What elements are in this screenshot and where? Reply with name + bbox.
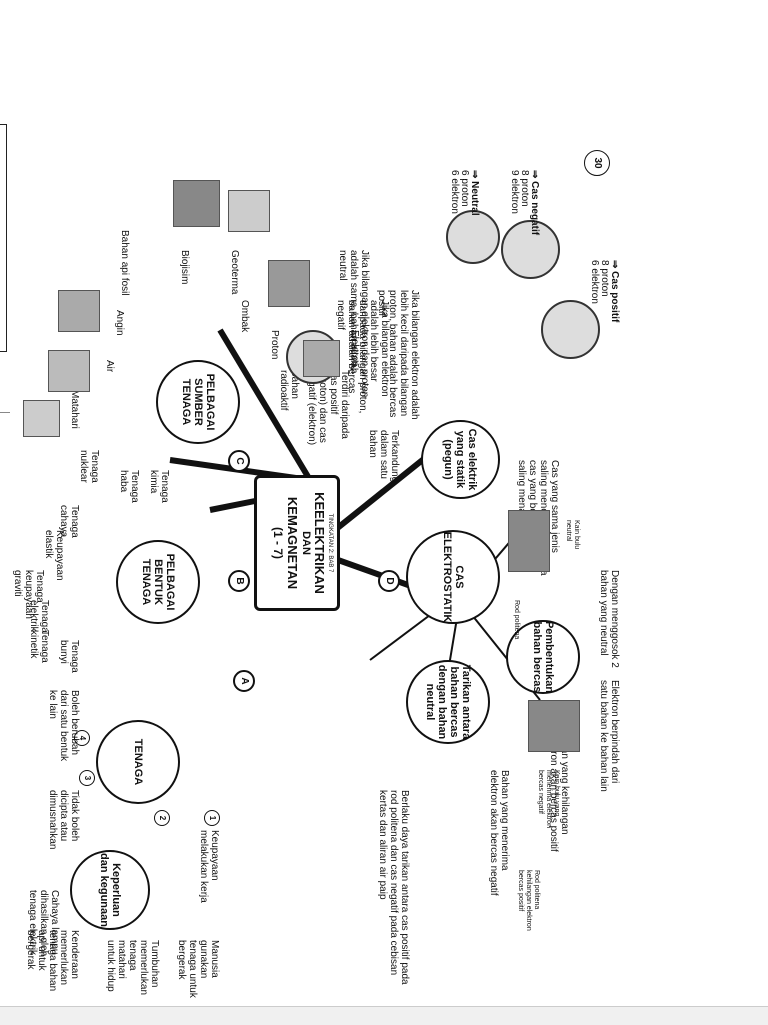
tenaga-num-1: 1 — [204, 810, 220, 826]
tenaga-num-3: 3 — [79, 770, 95, 786]
pembentukan-item-4: Bahan yang menerima elektron akan bercas… — [488, 770, 510, 896]
title-line2: DAN — [300, 531, 312, 555]
atom-2-l3: ⇒ Cas negatif — [529, 170, 540, 236]
mind-map-sheet: TINGKATAN 2: BAB 7 KEELEKTRIKAN DAN KEMA… — [10, 130, 640, 1010]
pembentukan-item-2: Elektron berpindah dari satu bahan ke ba… — [598, 680, 620, 792]
bentuk-item-7: Tenaga nuklear — [78, 450, 100, 483]
picture-matahari — [23, 400, 60, 437]
tenaga-num-2: 2 — [154, 810, 170, 826]
branch-letter-c: C — [228, 450, 250, 472]
picture-radioaktif — [303, 340, 340, 377]
picture-geoterma — [228, 190, 270, 232]
kegunaan-3: Tumbuhan memerlukan tenaga matahari untu… — [105, 940, 160, 996]
sumber-item-4: Bahan api fosil — [119, 230, 130, 296]
atom-label-proton: Proton — [269, 330, 280, 360]
statik-item-1: Terkandung dalam satu bahan — [367, 430, 400, 483]
kegunaan-4: Manusia gunakan tenaga untuk bergerak — [176, 940, 220, 998]
picture-ombak — [268, 260, 310, 307]
bottom-bar — [0, 1006, 768, 1025]
bentuk-item-8: Tenaga haba — [118, 470, 140, 503]
left-frame-line — [0, 412, 10, 413]
atom-1-l3: ⇒ Neutral — [469, 170, 480, 216]
tenaga-item-4: Boleh berubah dari satu bentuk ke lain — [47, 690, 80, 762]
picture-biojisim — [173, 180, 220, 227]
title-line3: KEMAGNETAN — [285, 496, 300, 590]
branch-letter-a: A — [233, 670, 255, 692]
tenaga-item-1: Keupayaan melakukan kerja — [198, 830, 220, 903]
title-line1: KEELEKTRIKAN — [312, 492, 327, 594]
small-label-2: Kain bulu neutral — [565, 520, 580, 550]
tarikan-item-1: Berlaku daya tarikan antara cas positif … — [377, 790, 410, 985]
picture-angin — [58, 290, 100, 332]
small-label-1: Rod politena — [513, 600, 520, 640]
bentuk-item-1: Tenaga bunyi — [58, 640, 80, 673]
title-line4: (1 - 7) — [271, 526, 285, 559]
sumber-item-5: Biojisim — [179, 250, 190, 285]
title-box: TINGKATAN 2: BAB 7 KEELEKTRIKAN DAN KEMA… — [254, 475, 340, 611]
sumber-item-3: Angin — [114, 310, 125, 336]
statik-hub: Cas elektrik yang statik (pegun) — [421, 420, 500, 499]
left-frame-edge — [0, 124, 7, 352]
page-number: 30 — [584, 150, 610, 176]
bentuk-item-4: Tenaga keupayaan graviti — [12, 570, 45, 619]
branch-letter-b: B — [228, 570, 250, 592]
sumber-item-6: Geoterma — [229, 250, 240, 295]
atom-label-elektron: Elektron — [349, 330, 360, 367]
keperluan-hub: Keperluan dan kegunaan — [70, 850, 150, 930]
tarikan-hub: Tarikan antara bahan bercas dengan bahan… — [406, 660, 490, 744]
sumber-item-7: Ombak — [239, 300, 250, 333]
tenaga-item-3: Tidak boleh dicipta atau dimusnahkan — [47, 790, 80, 850]
small-label-4: Rod politena kehilangan elektron bercas … — [517, 870, 540, 931]
statik-item-5: Jika bilangan elektron adalah lebih keci… — [376, 290, 420, 420]
title-subtitle: TINGKATAN 2: BAB 7 — [327, 513, 333, 573]
tenaga-hub: TENAGA — [96, 720, 180, 804]
sumber-hub: PELBAGAI SUMBER TENAGA — [156, 360, 240, 444]
picture-kertas-charged — [528, 700, 580, 752]
small-label-3: Kain bulu yang menerima elektron bercas … — [537, 770, 560, 828]
bentuk-item-9: Tenaga kimia — [148, 470, 170, 503]
kegunaan-2: Kenderaan memerlukan tenaga bahan api un… — [25, 930, 80, 992]
branch-letter-d: D — [378, 570, 400, 592]
bentuk-item-6: Tenaga cahaya — [58, 505, 80, 538]
picture-bahan-neutral — [508, 510, 550, 572]
atom-3-l3: ⇒ Cas positif — [609, 260, 620, 323]
cas-hub: CAS ELEKTROSTATIK — [406, 530, 500, 624]
picture-air — [48, 350, 90, 392]
sumber-item-2: Air — [104, 360, 115, 373]
sumber-item-1: Matahari — [69, 390, 80, 429]
bentuk-hub: PELBAGAI BENTUK TENAGA — [116, 540, 200, 624]
pembentukan-item-1: Dengan menggosok 2 bahan yang neutral — [598, 570, 620, 668]
